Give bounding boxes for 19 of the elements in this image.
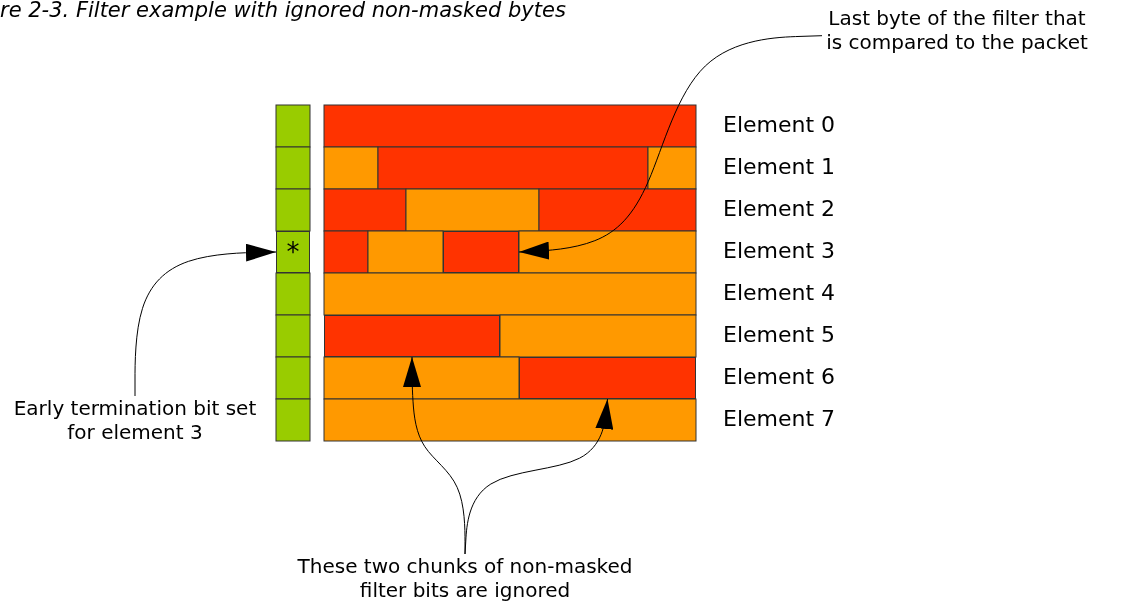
annotation-text: These two chunks of non-masked filter bits are ignored (285, 554, 645, 608)
element-label: Element 0 (723, 112, 836, 137)
element-label: Element 6 (723, 364, 836, 389)
leader-arrow (134, 243, 277, 397)
annotation-text: Early termination bit set for element 3 (10, 396, 260, 448)
element-label: Element 2 (723, 196, 836, 221)
element-label: Element 5 (723, 322, 836, 347)
filter-chunk (519, 357, 696, 399)
filter-chunk (443, 231, 519, 273)
figure-title: re 2-3. Filter example with ignored non-masked bytes (0, 0, 566, 22)
annotation-text: Last byte of the filter that is compared to the packet (822, 6, 1092, 60)
element-label: Element 4 (723, 280, 836, 305)
element-label: Element 1 (723, 154, 836, 179)
element-label: Element 7 (723, 406, 836, 431)
termination-bit-cell: * (276, 231, 310, 273)
filter-chunk (324, 315, 500, 357)
leader-arrow (464, 398, 614, 555)
leader-arrow (518, 35, 823, 260)
element-label: Element 3 (723, 238, 836, 263)
